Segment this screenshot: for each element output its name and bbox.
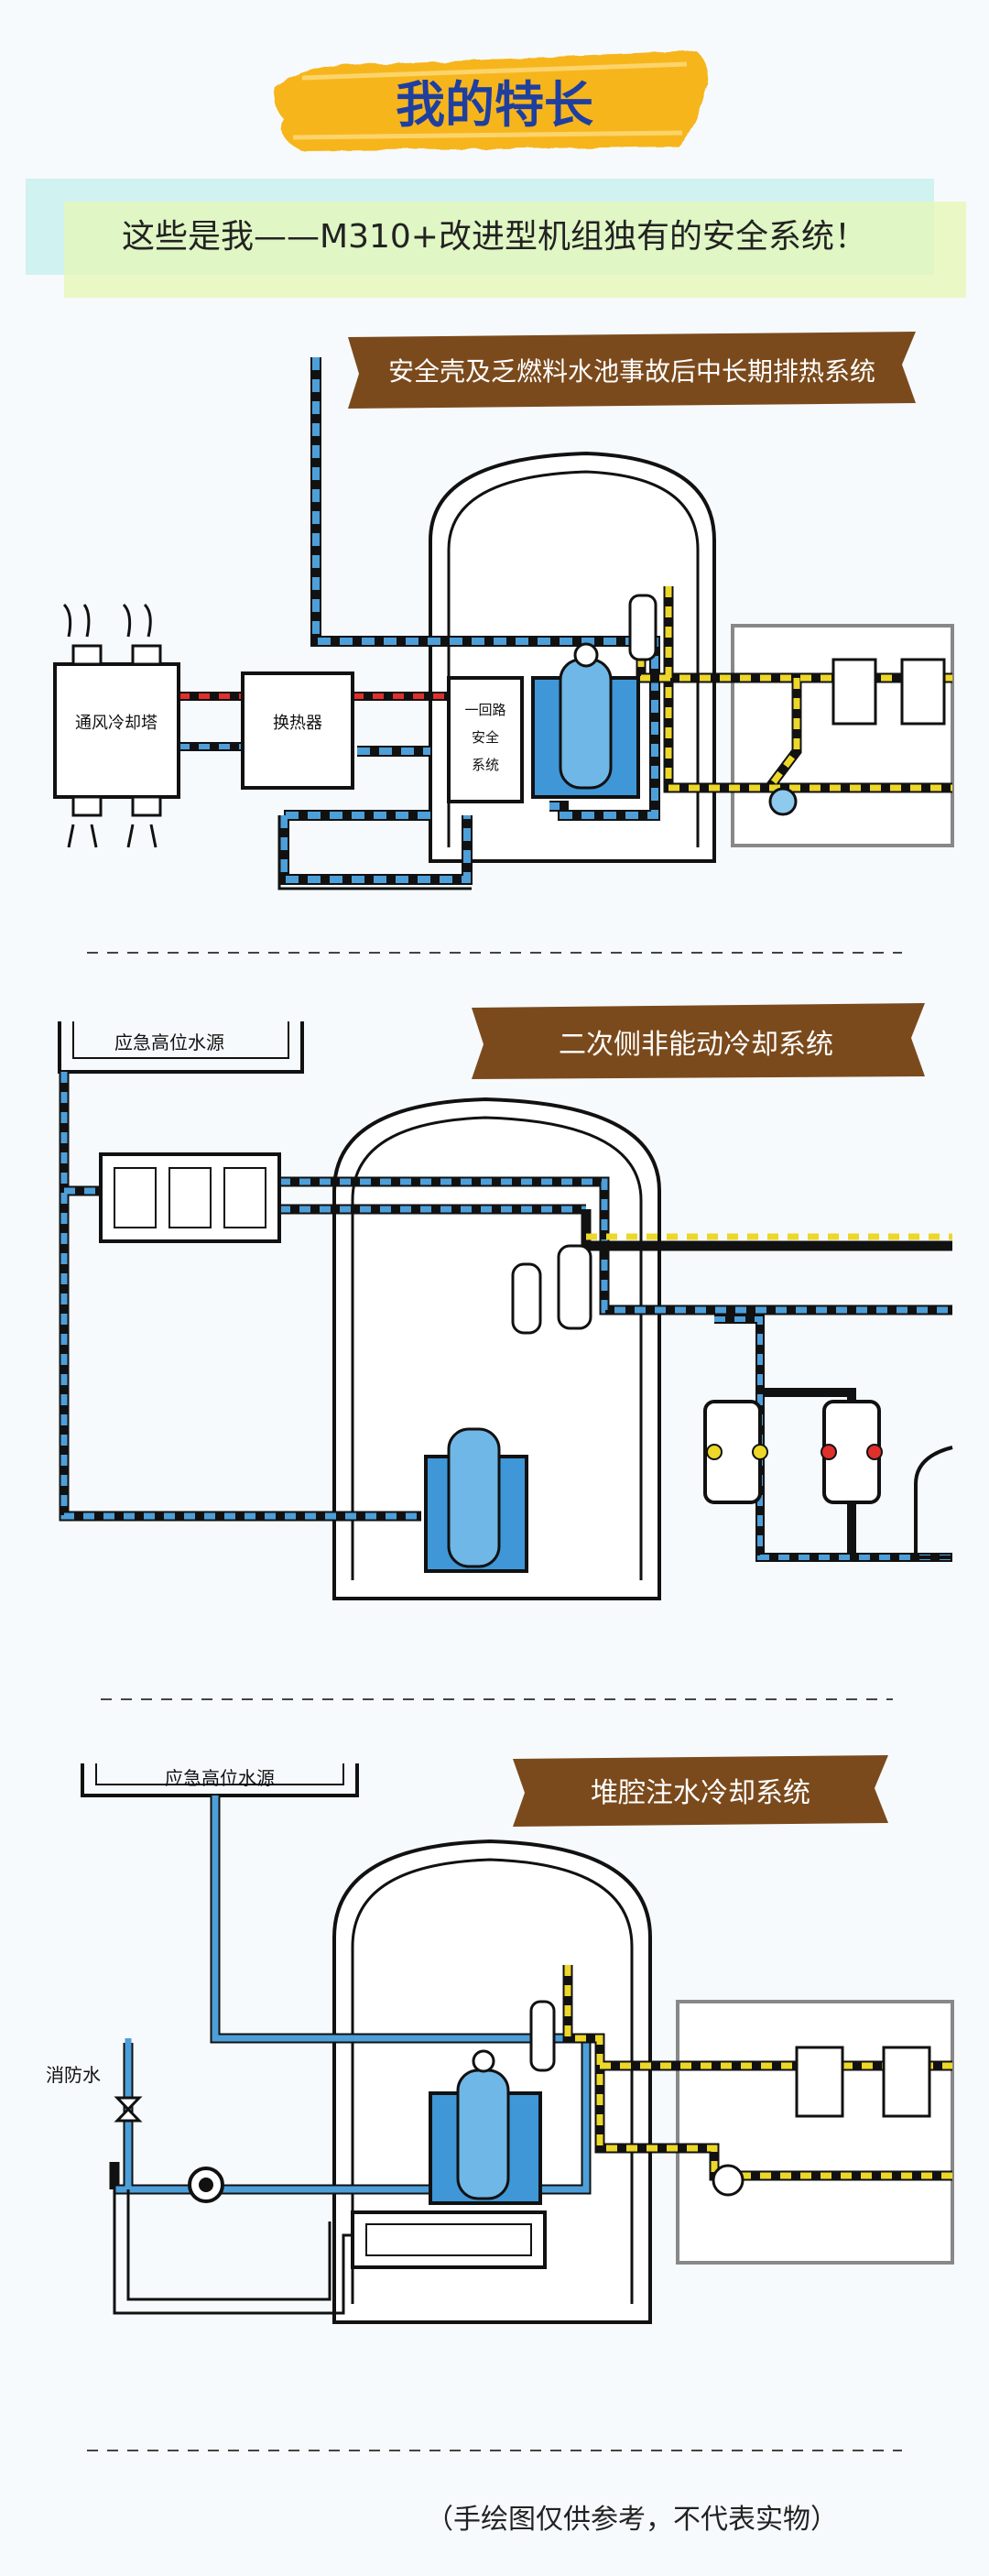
loop-label-3: 系统 [472, 757, 499, 773]
loop-label-1: 一回路 [464, 702, 505, 718]
title-banner [273, 50, 709, 151]
tank-label-3: 应急高位水源 [165, 1767, 275, 1789]
turbine-hall-3 [676, 2000, 954, 2265]
section-2-ribbon [472, 1003, 925, 1079]
cooling-tower-label: 通风冷却塔 [75, 714, 158, 733]
section-3-diagram [81, 1763, 954, 2324]
section-3-title: 堆腔注水冷却系统 [591, 1777, 810, 1809]
section-2-diagram [58, 1021, 953, 1600]
fire-water-label: 消防水 [46, 2064, 101, 2086]
section-2-title: 二次侧非能动冷却系统 [559, 1029, 833, 1061]
page-title: 我的特长 [396, 76, 593, 134]
tank-label-2: 应急高位水源 [114, 1031, 224, 1053]
section-3-ribbon [513, 1755, 888, 1827]
emergency-tank-2 [58, 1021, 304, 1074]
loop-safety-box [447, 676, 524, 803]
subtitle-highlight [26, 179, 966, 298]
cooling-tower [53, 662, 180, 799]
containment-building-2 [332, 1097, 661, 1600]
heat-exchanger [241, 671, 354, 790]
heat-exchanger-label: 换热器 [273, 714, 322, 733]
section-1-title: 安全壳及乏燃料水池事故后中长期排热系统 [388, 356, 875, 387]
page-subtitle: 这些是我——M310+改进型机组独有的安全系统！ [122, 218, 867, 256]
footer-note: （手绘图仅供参考，不代表实物） [426, 2504, 838, 2536]
section-1-ribbon [348, 332, 916, 409]
section-1-diagram [53, 357, 954, 890]
loop-label-2: 安全 [472, 729, 499, 746]
